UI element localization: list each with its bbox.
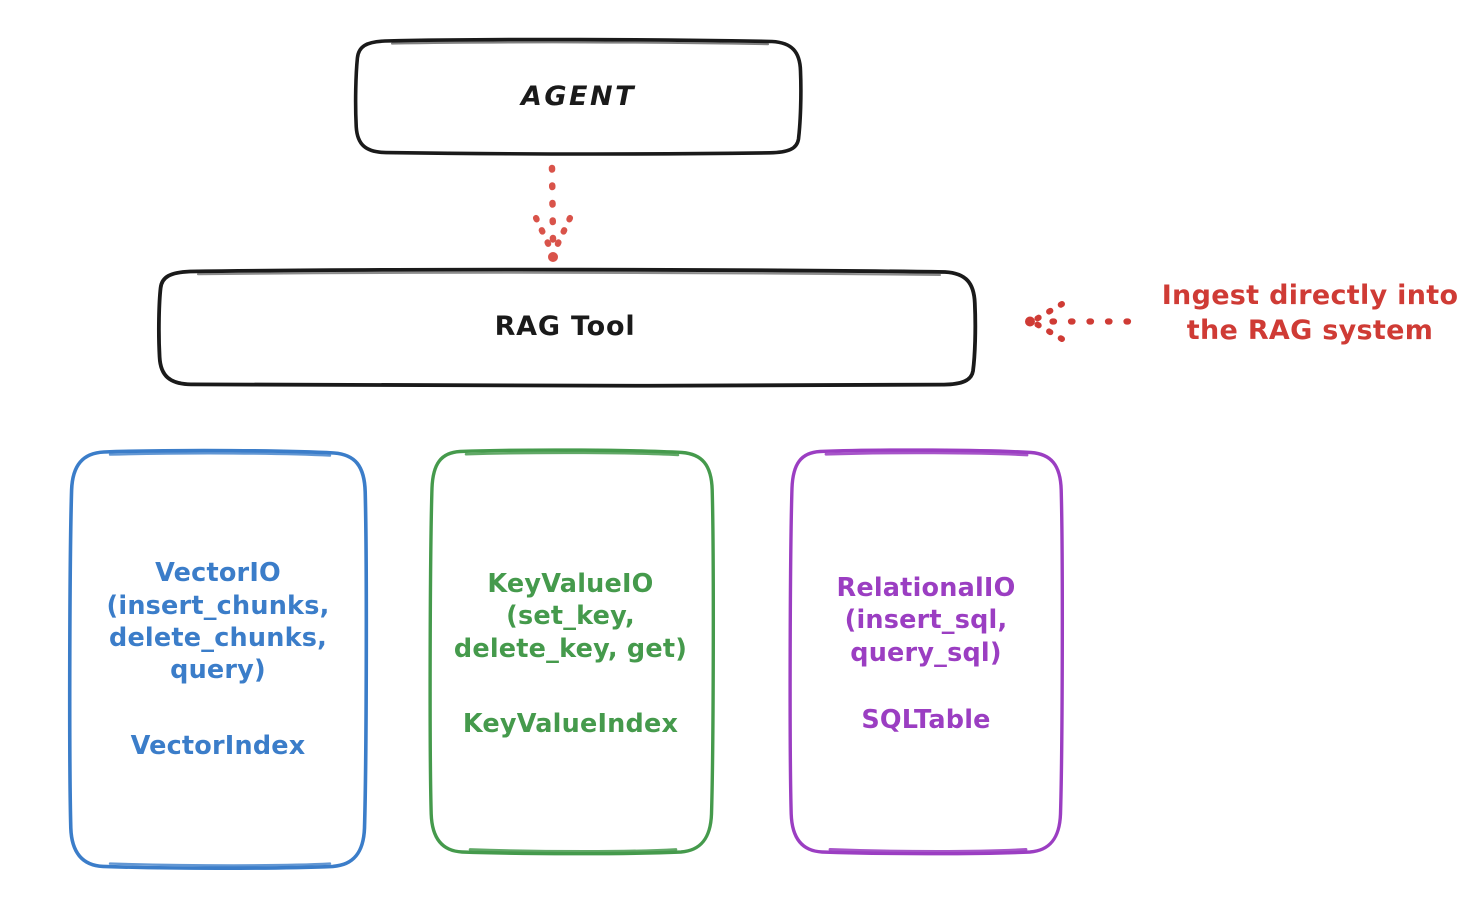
relational-io-node[interactable]: RelationalIO (insert_sql, query_sql) SQL… bbox=[790, 450, 1062, 857]
vector-io-box-outline bbox=[67, 448, 369, 870]
relational-io-api-label: RelationalIO (insert_sql, query_sql) bbox=[836, 572, 1016, 668]
ingest-annotation-text: Ingest directly into the RAG system bbox=[1161, 280, 1459, 347]
key-value-io-node[interactable]: KeyValueIO (set_key, delete_key, get) Ke… bbox=[428, 450, 713, 857]
vector-io-api-label: VectorIO (insert_chunks, delete_chunks, … bbox=[106, 558, 330, 686]
ingest-arrow bbox=[1025, 301, 1132, 342]
vector-index-label: VectorIndex bbox=[130, 730, 306, 761]
key-value-index-label: KeyValueIndex bbox=[462, 709, 679, 740]
rag-tool-label: RAG Tool bbox=[494, 311, 636, 343]
rag-tool-box-outline bbox=[156, 267, 978, 388]
agent-to-rag-tool-arrow bbox=[532, 164, 574, 262]
relational-io-box-outline bbox=[788, 448, 1065, 856]
agent-box-outline bbox=[353, 37, 803, 156]
key-value-io-api-label: KeyValueIO (set_key, delete_key, get) bbox=[453, 568, 688, 664]
vector-io-node[interactable]: VectorIO (insert_chunks, delete_chunks, … bbox=[70, 450, 366, 868]
agent-label: AGENT bbox=[520, 80, 636, 112]
key-value-io-box-outline bbox=[428, 448, 716, 856]
agent-node[interactable]: AGENT bbox=[355, 40, 802, 154]
rag-tool-node[interactable]: RAG Tool bbox=[155, 270, 975, 385]
sql-table-label: SQLTable bbox=[861, 705, 991, 736]
